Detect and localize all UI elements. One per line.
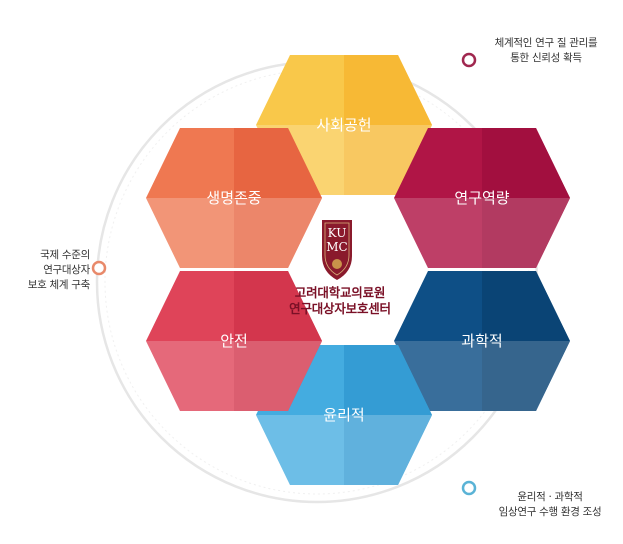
center-title-line2: 연구대상자보호센터 (289, 301, 391, 316)
hexagon-label-respect: 생명존중 (206, 189, 261, 207)
annotation-top-right: 체계적인 연구 질 관리를 통한 신뢰성 확득 (476, 36, 616, 66)
marker-left (91, 260, 107, 276)
hexagon-safety: 안전 (146, 271, 322, 411)
annotation-bottom-right-line2: 임상연구 수행 환경 조성 (498, 506, 602, 518)
marker-top-right (461, 52, 477, 68)
hexagon-scientific: 과학적 (394, 271, 570, 411)
tiger-emblem-icon (332, 259, 342, 269)
annotation-bottom-right: 윤리적 · 과학적 임상연구 수행 환경 조성 (480, 490, 620, 520)
hexagon-label-social: 사회공헌 (316, 116, 371, 134)
center-title-line1: 고려대학교의료원 (295, 285, 385, 300)
annotation-left-line2: 연구대상자 (43, 264, 90, 276)
logo-text-ku: KU (328, 226, 347, 240)
hexagon-label-research: 연구역량 (454, 189, 509, 207)
hexagon-respect-for-life: 생명존중 (146, 128, 322, 268)
annotation-left: 국제 수준의 연구대상자 보호 체계 구축 (6, 248, 91, 293)
annotation-bottom-right-line1: 윤리적 · 과학적 (517, 491, 583, 503)
annotation-left-line3: 보호 체계 구축 (27, 279, 91, 291)
marker-bottom-right (461, 480, 477, 496)
annotation-left-line1: 국제 수준의 (40, 249, 90, 261)
hexagon-label-scientific: 과학적 (461, 332, 502, 350)
annotation-top-right-line1: 체계적인 연구 질 관리를 (494, 37, 598, 49)
logo-text-mc: MC (326, 240, 347, 254)
hexagon-label-safety: 안전 (220, 332, 248, 350)
center-emblem: KU MC 고려대학교의료원 연구대상자보호센터 (289, 220, 391, 316)
kumc-shield-logo (322, 220, 352, 280)
hexagon-research-capacity: 연구역량 (394, 128, 570, 268)
hexagon-label-ethical: 윤리적 (323, 406, 364, 424)
annotation-top-right-line2: 통한 신뢰성 확득 (510, 52, 582, 64)
